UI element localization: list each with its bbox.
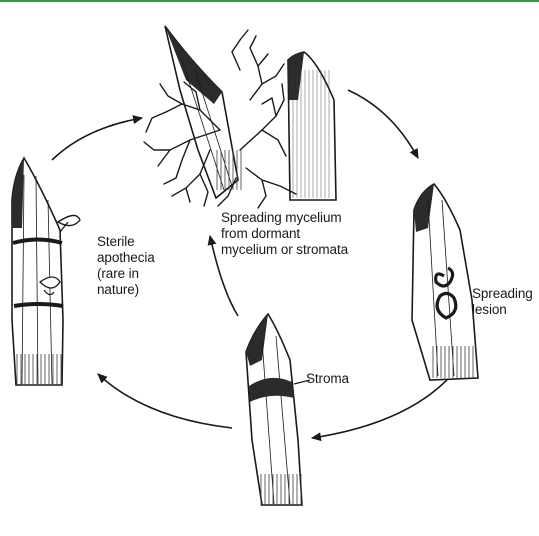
- arrow-base-to-apothecia: [98, 374, 232, 428]
- leaf-mycelium-source: [165, 26, 242, 198]
- leaf-apothecia: [12, 158, 80, 385]
- label-spreading-lesion: Spreading lesion: [472, 286, 533, 318]
- label-spreading-mycelium: Spreading mycelium from dormant mycelium…: [221, 210, 348, 258]
- leaf-mycelium-right: [288, 52, 336, 200]
- leaf-stroma: [246, 314, 310, 506]
- leaf-spreading-lesion: [412, 184, 478, 380]
- arrow-mycelium-to-lesion: [348, 90, 418, 158]
- arrow-apothecia-to-mycelium: [52, 118, 142, 160]
- label-stroma: Stroma: [306, 371, 349, 387]
- label-sterile-apothecia: Sterile apothecia (rare in nature): [97, 234, 155, 298]
